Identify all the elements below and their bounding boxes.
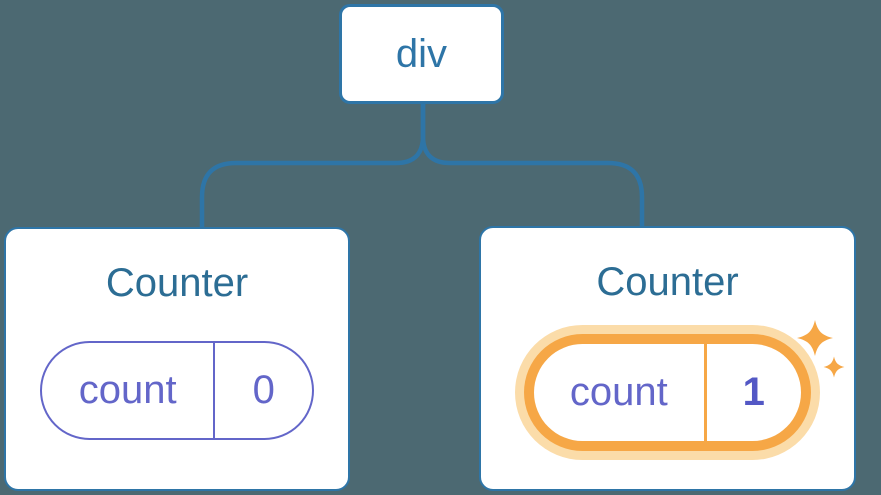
state-value: 1 (703, 344, 801, 441)
counter-card-left: Counter count 0 (4, 227, 350, 491)
counter-card-right: Counter count 1 (479, 226, 856, 491)
root-node-div: div (339, 4, 504, 104)
state-key-label: count (78, 368, 177, 412)
root-node-label: div (395, 31, 448, 76)
component-title: Counter (105, 261, 249, 305)
state-key-label: count (569, 370, 668, 414)
state-value: 0 (213, 343, 312, 438)
state-pill-highlighted: count 1 (534, 344, 801, 441)
component-title: Counter (596, 260, 739, 304)
connector-right-branch (420, 104, 645, 228)
connector-left-branch (199, 104, 426, 229)
state-pill: count 0 (40, 341, 314, 440)
